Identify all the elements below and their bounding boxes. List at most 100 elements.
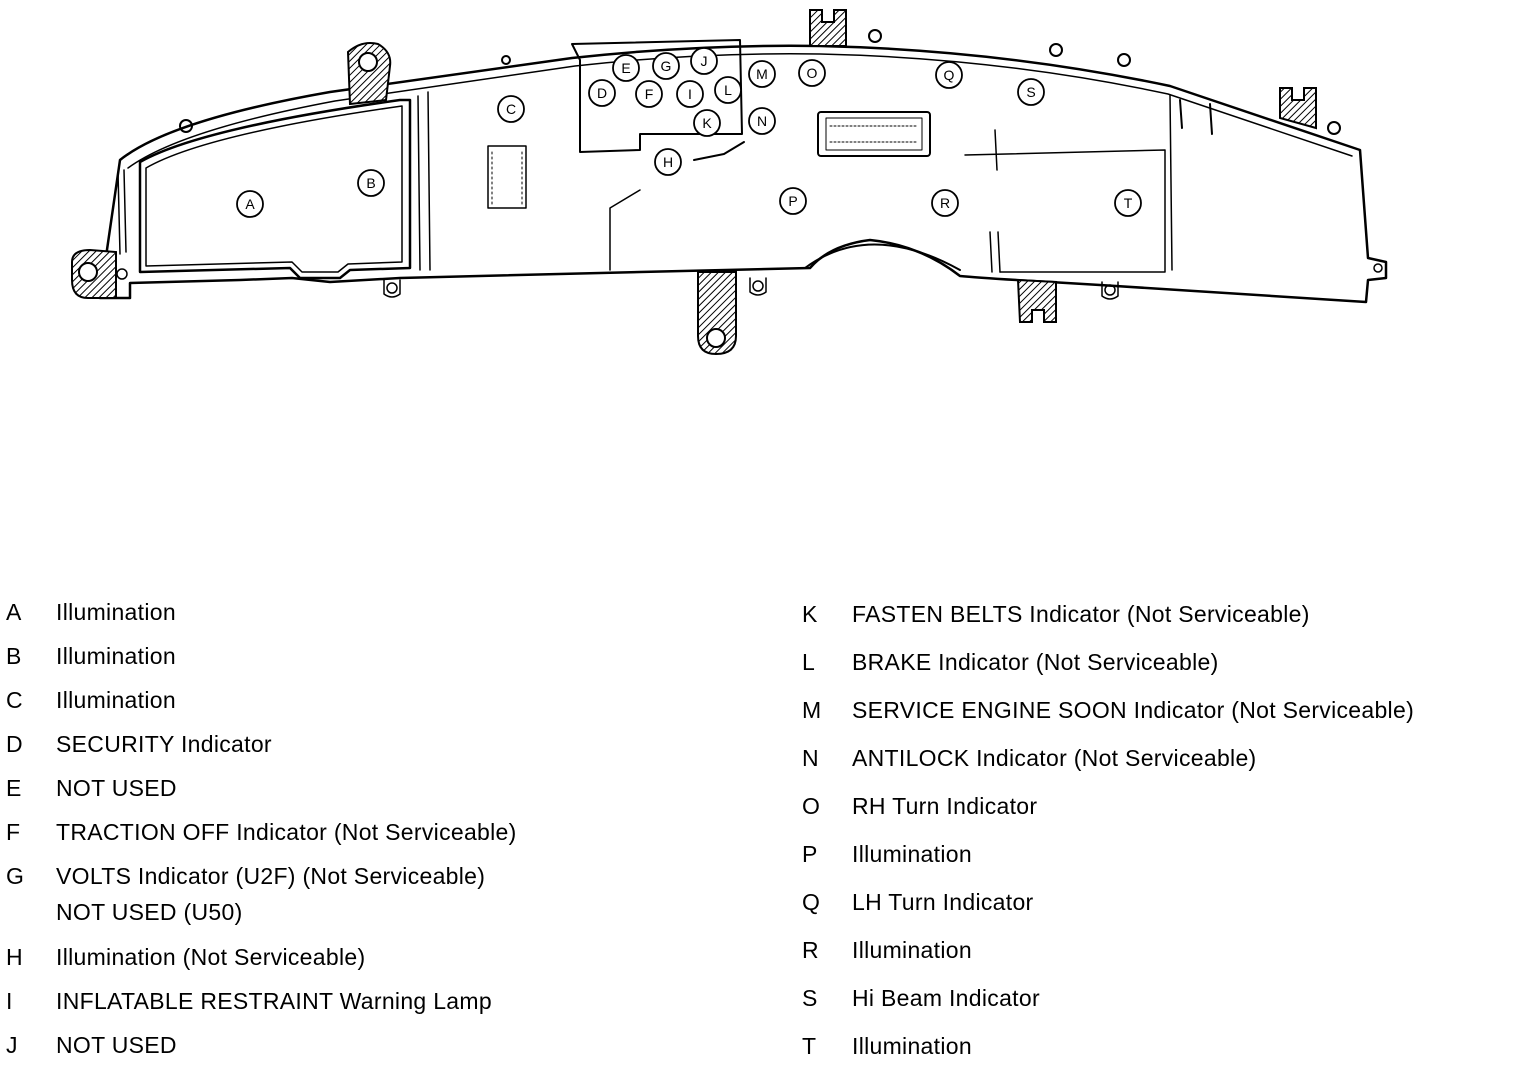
legend-key: H (6, 944, 23, 970)
legend-description-line: FASTEN BELTS Indicator (Not Serviceable) (852, 601, 1310, 627)
callout-letter: H (663, 154, 673, 170)
legend-description-line: NOT USED (U50) (56, 899, 243, 925)
callout-letter: O (807, 65, 818, 81)
callout-circle (652, 52, 680, 80)
legend-description-line: Illumination (56, 599, 176, 625)
legend-description-line: Illumination (56, 643, 176, 669)
legend-description-line: NOT USED (56, 775, 177, 801)
legend-description-line: INFLATABLE RESTRAINT Warning Lamp (56, 988, 492, 1014)
callout-l: L (714, 76, 742, 104)
legend-key: M (802, 697, 822, 723)
legend-description-line: TRACTION OFF Indicator (Not Serviceable) (56, 819, 517, 845)
legend-description: NOT USED (56, 770, 177, 806)
callout-letter: D (597, 85, 607, 101)
callout-letter: F (645, 86, 654, 102)
legend-description: Hi Beam Indicator (852, 980, 1040, 1016)
legend-description: INFLATABLE RESTRAINT Warning Lamp (56, 983, 492, 1019)
legend-key: G (6, 863, 25, 889)
legend-key: Q (802, 889, 821, 915)
legend-key: K (802, 601, 818, 627)
legend-description-line: ANTILOCK Indicator (Not Serviceable) (852, 745, 1257, 771)
legend-key: B (6, 643, 22, 669)
legend-key: F (6, 819, 21, 845)
legend-description-line: Illumination (852, 937, 972, 963)
callout-circle (798, 59, 826, 87)
callout-r: R (931, 189, 959, 217)
legend-description-line: Illumination (56, 687, 176, 713)
callout-letter: S (1026, 84, 1035, 100)
callout-circle (748, 60, 776, 88)
legend-description: VOLTS Indicator (U2F) (Not Serviceable)N… (56, 858, 485, 930)
legend-key: E (6, 775, 22, 801)
callout-f: F (635, 80, 663, 108)
legend-description-line: Illumination (852, 841, 972, 867)
callout-letter: J (701, 53, 708, 69)
callout-p: P (779, 187, 807, 215)
callout-circle (935, 61, 963, 89)
legend-description-line: SERVICE ENGINE SOON Indicator (Not Servi… (852, 697, 1415, 723)
callout-letter: Q (944, 67, 955, 83)
callout-g: G (652, 52, 680, 80)
callout-circle (690, 47, 718, 75)
callout-h: H (654, 148, 682, 176)
callout-letter: K (702, 115, 712, 131)
callout-letter: A (245, 196, 255, 212)
legend-description: ANTILOCK Indicator (Not Serviceable) (852, 740, 1257, 776)
callout-letter: N (757, 113, 767, 129)
legend-description-line: Illumination (Not Serviceable) (56, 944, 366, 970)
legend-description-line: BRAKE Indicator (Not Serviceable) (852, 649, 1219, 675)
callout-q: Q (935, 61, 963, 89)
legend-key: D (6, 731, 23, 757)
callout-circle (635, 80, 663, 108)
legend-description: Illumination (56, 682, 176, 718)
legend-description: Illumination (56, 594, 176, 630)
legend-description: Illumination (852, 932, 972, 968)
callout-letter: R (940, 195, 950, 211)
callout-a: A (236, 190, 264, 218)
callout-b: B (357, 169, 385, 197)
callout-letter: G (661, 58, 672, 74)
callout-m: M (748, 60, 776, 88)
callout-e: E (612, 54, 640, 82)
legend-description: SERVICE ENGINE SOON Indicator (Not Servi… (852, 692, 1414, 728)
legend-key: N (802, 745, 819, 771)
legend-key: J (6, 1032, 18, 1058)
legend-description: LH Turn Indicator (852, 884, 1034, 920)
legend-right-column: K FASTEN BELTS Indicator (Not Serviceable… (802, 596, 1514, 1066)
legend-description: TRACTION OFF Indicator (Not Serviceable) (56, 814, 517, 850)
legend-description-line: RH Turn Indicator (852, 793, 1038, 819)
callout-circle (497, 95, 525, 123)
callout-circle (236, 190, 264, 218)
callout-o: O (798, 59, 826, 87)
callout-i: I (676, 80, 704, 108)
legend-key: S (802, 985, 818, 1011)
legend-description-line: LH Turn Indicator (852, 889, 1034, 915)
callout-circle (588, 79, 616, 107)
callout-circle (748, 107, 776, 135)
callout-circle (779, 187, 807, 215)
callout-circle (931, 189, 959, 217)
callout-circle (676, 80, 704, 108)
callout-n: N (748, 107, 776, 135)
legend-description: Illumination (56, 638, 176, 674)
callout-k: K (693, 109, 721, 137)
legend-description: SECURITY Indicator (56, 726, 272, 762)
legend-description-line: Illumination (852, 1033, 972, 1059)
callout-circle (693, 109, 721, 137)
legend-description: BRAKE Indicator (Not Serviceable) (852, 644, 1219, 680)
legend-key: C (6, 687, 23, 713)
callout-letter: C (506, 101, 516, 117)
callout-j: J (690, 47, 718, 75)
legend-description: Illumination (Not Serviceable) (56, 939, 365, 975)
legend-key: A (6, 599, 22, 625)
legend-key: O (802, 793, 821, 819)
callout-t: T (1114, 189, 1142, 217)
callout-letter: B (366, 175, 375, 191)
callout-circle (357, 169, 385, 197)
callout-letter: P (788, 193, 797, 209)
legend-key: T (802, 1033, 817, 1059)
callout-letter: I (688, 86, 692, 102)
callout-letter: M (756, 66, 768, 82)
